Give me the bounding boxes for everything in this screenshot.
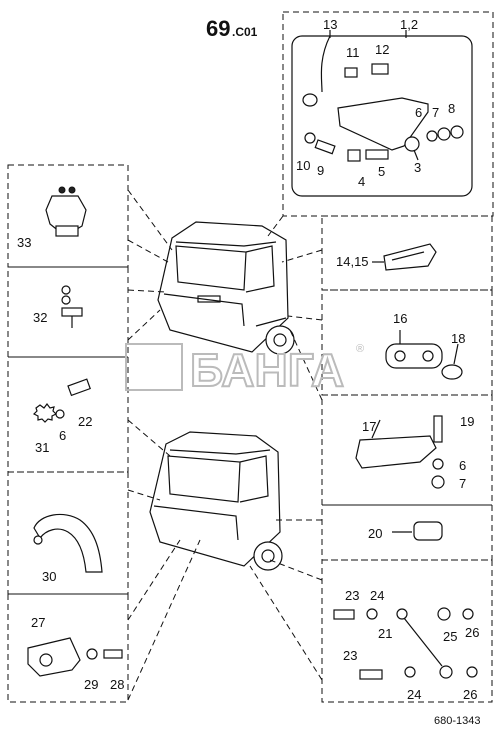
label-7a: 7 [432, 105, 439, 120]
label-13: 13 [323, 17, 337, 32]
label-10: 10 [296, 158, 310, 173]
washer-6a [426, 130, 438, 142]
label-25: 25 [443, 629, 457, 644]
panel-21-26 [321, 559, 493, 703]
label-14-15: 14,15 [336, 254, 369, 269]
part-22-31-6 [32, 378, 91, 423]
label-26b: 26 [463, 687, 477, 702]
connector-13 [302, 93, 318, 107]
ring-7a [437, 127, 451, 141]
part-27-28-29 [27, 637, 123, 677]
label-19: 19 [460, 414, 474, 429]
panel-16-18 [321, 289, 493, 396]
part-20-grommet [392, 521, 443, 541]
part-17-19-6-7 [355, 415, 445, 489]
label-17: 17 [362, 419, 376, 434]
part-16-18 [385, 330, 463, 380]
label-1-2: 1,2 [400, 17, 418, 32]
label-6b: 6 [59, 428, 66, 443]
callout-dashes [127, 189, 323, 701]
label-22: 22 [78, 414, 92, 429]
watermark-text: БАНГА [190, 344, 344, 396]
wire-13 [320, 35, 331, 93]
label-5: 5 [378, 164, 385, 179]
label-6c: 6 [459, 458, 466, 473]
panel-arm-assembly [282, 11, 494, 217]
part-21-26 [333, 607, 478, 680]
label-6a: 6 [415, 105, 422, 120]
panel-27 [7, 593, 129, 703]
label-32: 32 [33, 310, 47, 325]
label-28: 28 [110, 677, 124, 692]
label-33: 33 [17, 235, 31, 250]
nut-8 [450, 125, 464, 139]
part-33-switch [45, 186, 87, 237]
label-30: 30 [42, 569, 56, 584]
label-18: 18 [451, 331, 465, 346]
watermark: БАНГА ® [125, 343, 364, 397]
part-32-bracket [61, 285, 83, 328]
truck-cab-lower [149, 431, 283, 571]
panel-14-15 [321, 215, 493, 291]
truck-cab-upper [157, 221, 295, 355]
bolt-5 [365, 149, 389, 160]
label-21: 21 [378, 626, 392, 641]
bolt-12 [371, 63, 389, 75]
part-14-15-lamp [372, 243, 437, 271]
page-number: 69 [206, 16, 230, 41]
bolt-9 [314, 139, 336, 155]
watermark-registered: ® [356, 343, 364, 355]
page-suffix: .C01 [232, 25, 258, 39]
arm-assembly-box [291, 35, 473, 197]
label-4: 4 [358, 174, 365, 189]
label-24b: 24 [407, 687, 421, 702]
arm-assembly-parts [302, 35, 464, 162]
label-26a: 26 [465, 625, 479, 640]
label-9: 9 [317, 163, 324, 178]
panel-30 [7, 471, 129, 595]
label-11: 11 [346, 45, 360, 60]
panel-22-31 [7, 356, 129, 473]
arm-eye [404, 136, 420, 152]
label-16: 16 [393, 311, 407, 326]
footer-code: 680-1343 [434, 715, 481, 727]
part-30-hose [33, 513, 103, 573]
label-20: 20 [368, 526, 382, 541]
label-23a: 23 [345, 588, 359, 603]
washer-10 [304, 132, 316, 144]
nut-4 [347, 149, 361, 162]
arm-assembly-leaders [329, 30, 419, 161]
label-3: 3 [414, 160, 421, 175]
label-12: 12 [375, 42, 389, 57]
label-7b: 7 [459, 476, 466, 491]
label-31: 31 [35, 440, 49, 455]
label-27: 27 [31, 615, 45, 630]
arm-3 [337, 97, 429, 151]
panel-frames [7, 11, 494, 703]
label-23b: 23 [343, 648, 357, 663]
label-24a: 24 [370, 588, 384, 603]
label-8: 8 [448, 101, 455, 116]
nut-11 [344, 67, 358, 78]
watermark-logo-icon [125, 343, 183, 391]
label-29: 29 [84, 677, 98, 692]
